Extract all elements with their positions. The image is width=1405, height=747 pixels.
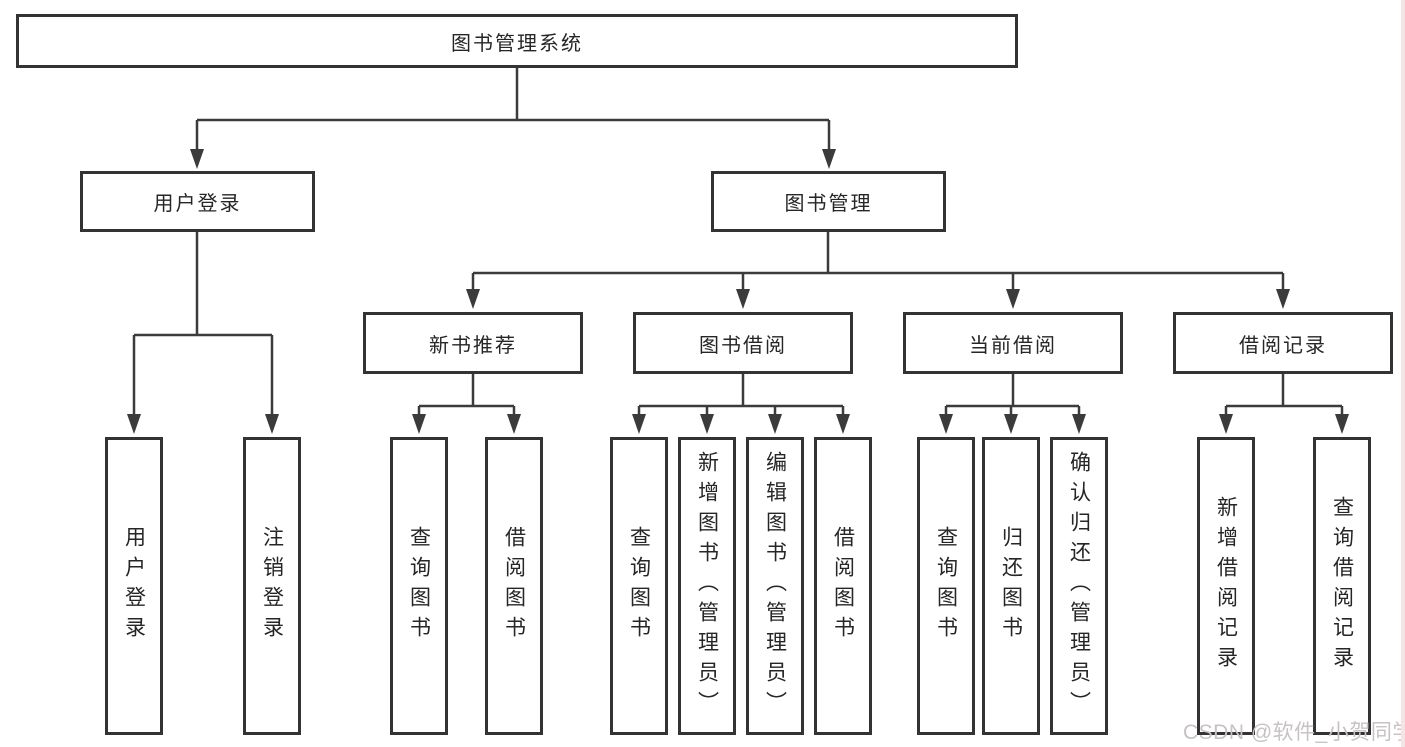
arrowhead-icon bbox=[1072, 414, 1086, 434]
node-label: 借阅图书 bbox=[502, 526, 526, 646]
node-leaf-current-query-book: 查询图书 bbox=[917, 437, 975, 735]
arrowhead-icon bbox=[412, 414, 426, 434]
node-label: 借阅记录 bbox=[1239, 334, 1327, 357]
node-label: 新书推荐 bbox=[429, 334, 517, 357]
arrowhead-icon bbox=[736, 289, 750, 309]
node-leaf-borrow-query-book: 查询图书 bbox=[610, 437, 668, 735]
node-leaf-user-login: 用户登录 bbox=[105, 437, 163, 735]
node-leaf-borrow-edit-book-admin: 编辑图书（管理员） bbox=[746, 437, 804, 735]
node-user-login: 用户登录 bbox=[80, 171, 315, 232]
node-label: 编辑图书（管理员） bbox=[763, 451, 787, 721]
arrowhead-icon bbox=[1219, 414, 1233, 434]
node-leaf-current-return-book: 归还图书 bbox=[982, 437, 1040, 735]
node-leaf-recommend-query-book: 查询图书 bbox=[390, 437, 448, 735]
node-label: 图书管理系统 bbox=[451, 32, 583, 55]
node-leaf-current-confirm-return-admin: 确认归还（管理员） bbox=[1050, 437, 1108, 735]
node-label: 归还图书 bbox=[999, 526, 1023, 646]
node-leaf-borrow-add-book-admin: 新增图书（管理员） bbox=[678, 437, 736, 735]
node-leaf-record-add-borrow-record: 新增借阅记录 bbox=[1197, 437, 1255, 735]
node-label: 用户登录 bbox=[122, 526, 146, 646]
arrowhead-icon bbox=[1335, 414, 1349, 434]
arrowhead-icon bbox=[190, 149, 204, 169]
node-label: 图书借阅 bbox=[699, 334, 787, 357]
node-label: 图书管理 bbox=[784, 193, 873, 215]
node-book-mgmt: 图书管理 bbox=[711, 171, 946, 232]
arrowhead-icon bbox=[1006, 289, 1020, 309]
arrowhead-icon bbox=[265, 414, 279, 434]
node-label: 新增图书（管理员） bbox=[695, 451, 719, 721]
node-leaf-logout: 注销登录 bbox=[243, 437, 301, 735]
arrowhead-icon bbox=[1276, 289, 1290, 309]
node-leaf-recommend-borrow-book: 借阅图书 bbox=[485, 437, 543, 735]
node-label: 查询图书 bbox=[627, 526, 651, 646]
right-edge-strip bbox=[1401, 0, 1405, 747]
node-label: 查询图书 bbox=[934, 526, 958, 646]
node-root: 图书管理系统 bbox=[16, 14, 1018, 68]
arrowhead-icon bbox=[700, 414, 714, 434]
arrowhead-icon bbox=[822, 149, 836, 169]
node-book-borrow: 图书借阅 bbox=[633, 312, 853, 374]
arrowhead-icon bbox=[768, 414, 782, 434]
arrowhead-icon bbox=[939, 414, 953, 434]
node-leaf-borrow-borrow-book: 借阅图书 bbox=[814, 437, 872, 735]
node-label: 注销登录 bbox=[260, 526, 284, 646]
node-label: 用户登录 bbox=[153, 193, 242, 215]
node-leaf-record-query-borrow-record: 查询借阅记录 bbox=[1313, 437, 1371, 735]
node-current-borrow: 当前借阅 bbox=[903, 312, 1123, 374]
arrowhead-icon bbox=[507, 414, 521, 434]
node-label: 确认归还（管理员） bbox=[1067, 451, 1091, 721]
node-label: 当前借阅 bbox=[969, 334, 1057, 357]
node-label: 查询借阅记录 bbox=[1330, 496, 1354, 676]
node-label: 新增借阅记录 bbox=[1214, 496, 1238, 676]
node-borrow-record: 借阅记录 bbox=[1173, 312, 1393, 374]
arrowhead-icon bbox=[1004, 414, 1018, 434]
node-label: 查询图书 bbox=[407, 526, 431, 646]
arrowhead-icon bbox=[466, 289, 480, 309]
csdn-watermark: CSDN @软件_小贺同学 bbox=[1183, 721, 1405, 744]
node-label: 借阅图书 bbox=[831, 526, 855, 646]
arrowhead-icon bbox=[836, 414, 850, 434]
node-new-book-recommend: 新书推荐 bbox=[363, 312, 583, 374]
arrowhead-icon bbox=[632, 414, 646, 434]
arrowhead-icon bbox=[127, 414, 141, 434]
